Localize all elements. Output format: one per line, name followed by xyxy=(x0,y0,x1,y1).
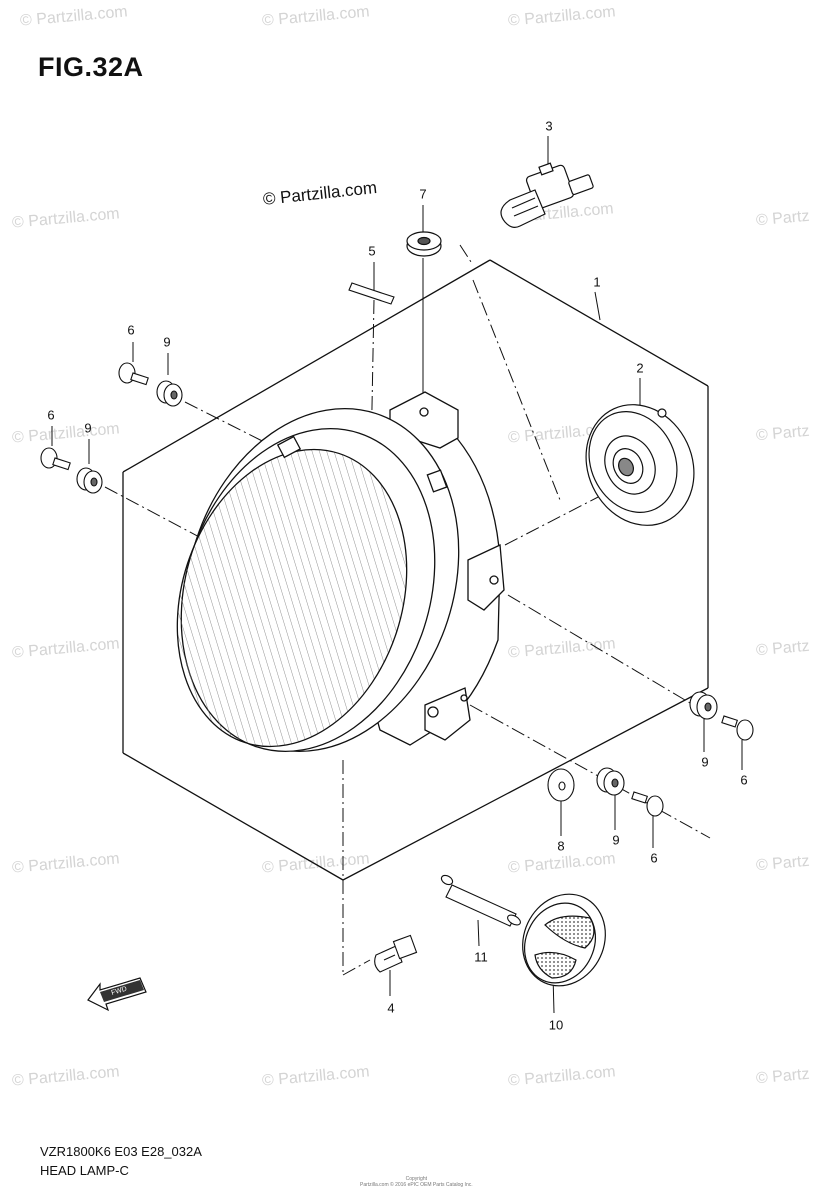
screw-part-6-right xyxy=(721,715,754,741)
callout-c9a: 9 xyxy=(163,334,171,350)
fine-print: Copyright Partzilla.com © 2016 ePIC OEM … xyxy=(360,1176,473,1188)
strip-part-5 xyxy=(348,282,395,305)
grommet-part-9-right xyxy=(689,691,718,720)
socket-housing-part-2 xyxy=(585,404,695,526)
callout-c9b: 9 xyxy=(84,420,92,436)
grommet-part-7 xyxy=(406,231,442,257)
bulb-part-3 xyxy=(500,162,594,228)
fine-print-bottom: Partzilla.com © 2016 ePIC OEM Parts Cata… xyxy=(360,1182,473,1188)
reflector-part-10 xyxy=(522,893,606,987)
callout-c6d: 6 xyxy=(650,850,658,866)
grommet-part-9-bottom xyxy=(596,767,625,796)
callout-c5: 5 xyxy=(368,243,376,259)
callout-c8: 8 xyxy=(557,838,565,854)
callout-c3: 3 xyxy=(545,118,553,134)
washer-part-8 xyxy=(547,768,575,802)
callout-c10: 10 xyxy=(548,1017,564,1033)
section-name: HEAD LAMP-C xyxy=(40,1163,129,1178)
small-bulb-part-4 xyxy=(374,934,418,973)
screw-part-6-upper xyxy=(118,362,149,386)
model-code: VZR1800K6 E03 E28_032A xyxy=(40,1144,202,1159)
fine-print-top: Copyright xyxy=(405,1176,428,1182)
callout-c6b: 6 xyxy=(47,407,55,423)
callout-c6c: 6 xyxy=(740,772,748,788)
callout-c11: 11 xyxy=(474,949,488,965)
grommet-part-9-upper xyxy=(156,380,183,407)
fwd-arrow-icon xyxy=(87,977,147,1012)
callout-c9c: 9 xyxy=(701,754,709,770)
figure-title: FIG.32A xyxy=(38,52,144,82)
screw-part-6-bottom xyxy=(631,791,664,817)
screw-part-6-lower xyxy=(40,447,71,471)
headlamp-body xyxy=(176,391,505,753)
callout-c4: 4 xyxy=(387,1000,395,1016)
callout-c2: 2 xyxy=(636,360,644,376)
callout-c7: 7 xyxy=(419,186,427,202)
pin-part-11 xyxy=(440,874,521,927)
fwd-label: FWD xyxy=(111,986,128,997)
callout-c6a: 6 xyxy=(127,322,135,338)
leader-lines xyxy=(51,136,743,1014)
assembly-box-outline xyxy=(122,259,709,881)
callout-c9d: 9 xyxy=(612,832,620,848)
callout-c1: 1 xyxy=(593,274,601,290)
grommet-part-9-lower xyxy=(76,467,103,494)
